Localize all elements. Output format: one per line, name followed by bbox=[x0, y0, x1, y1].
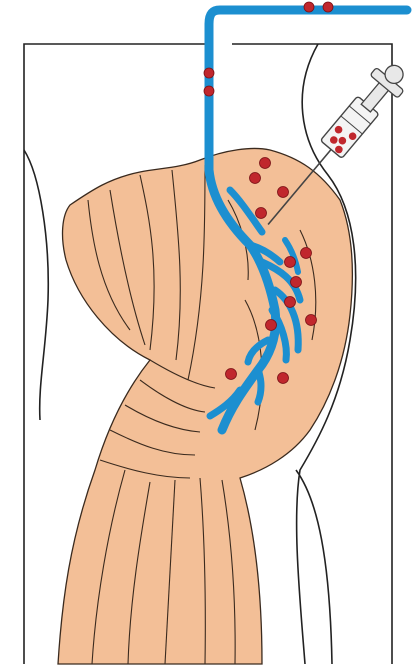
muscle bbox=[58, 148, 352, 664]
knee-crease bbox=[296, 470, 332, 664]
particle bbox=[278, 373, 289, 384]
particle bbox=[304, 2, 314, 12]
particle bbox=[266, 320, 277, 331]
particle bbox=[204, 68, 214, 78]
particle bbox=[260, 158, 271, 169]
particle bbox=[250, 173, 261, 184]
vessel-branch-f bbox=[258, 370, 261, 402]
particle bbox=[306, 315, 317, 326]
particle bbox=[323, 2, 333, 12]
particle bbox=[256, 208, 267, 219]
particle bbox=[226, 369, 237, 380]
left-contour bbox=[24, 150, 48, 420]
particle bbox=[291, 277, 302, 288]
particle bbox=[204, 86, 214, 96]
particle bbox=[285, 297, 296, 308]
particle bbox=[278, 187, 289, 198]
particle bbox=[301, 248, 312, 259]
particle bbox=[285, 257, 296, 268]
